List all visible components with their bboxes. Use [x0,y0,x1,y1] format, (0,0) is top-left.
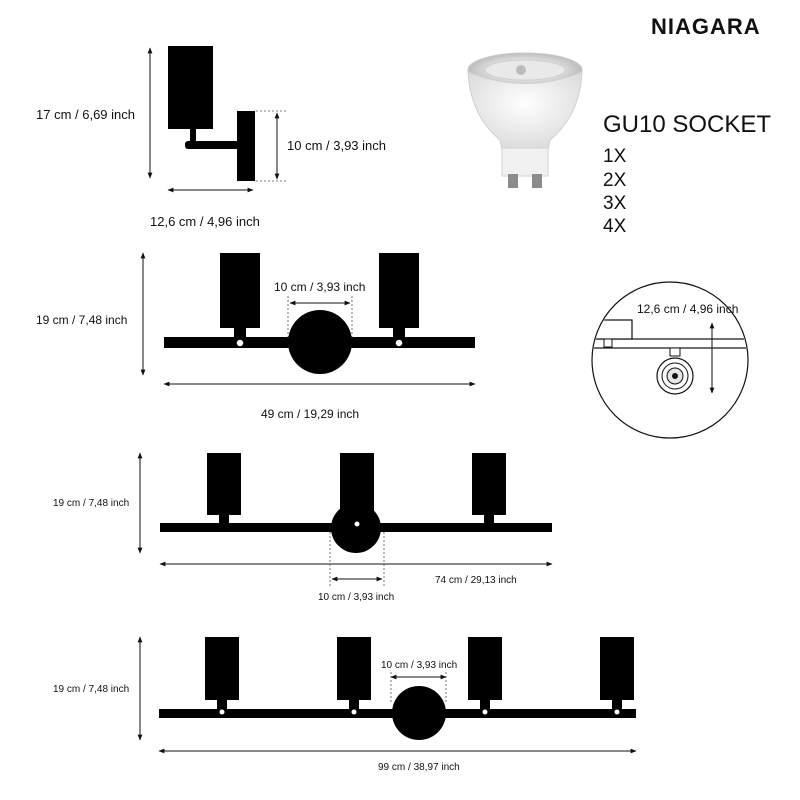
socket-option: 2X [603,170,627,191]
spot-head [468,637,502,700]
detail-view [591,281,749,439]
spot-head [600,637,634,700]
dim-label-length-3x: 74 cm / 29,13 inch [435,575,517,586]
wall-spot-1x [147,46,286,193]
spot-head [207,453,241,515]
spot-head [168,46,213,129]
bar-spot-3x [137,452,553,586]
socket-option: 4X [603,216,627,237]
ceiling-plate [288,310,352,374]
dim-label-height-4x: 19 cm / 7,48 inch [53,684,130,695]
dim-label-height-3x: 19 cm / 7,48 inch [53,498,130,509]
dim-label-height-1x: 17 cm / 6,69 inch [36,107,135,122]
socket-option: 3X [603,193,627,214]
bar-spot-4x [137,636,637,754]
dim-label-length-2x: 49 cm / 19,29 inch [261,407,360,421]
dim-label-plate-2x: 10 cm / 3,93 inch [274,280,366,294]
spot-head [472,453,506,515]
spot-head [337,637,371,700]
spot-head [205,637,239,700]
dim-label-detail-depth: 12,6 cm / 4,96 inch [637,302,739,316]
bar-spot-2x [140,252,476,387]
dim-label-plate-4x: 10 cm / 3,93 inch [381,660,458,671]
dim-label-plate-1x: 10 cm / 3,93 inch [287,138,386,153]
brand-logo: NIAGARA [651,14,761,39]
ceiling-plate [331,503,381,553]
spot-head [379,253,419,328]
socket-option: 1X [603,146,627,167]
spot-head [220,253,260,328]
wall-plate [237,111,255,181]
gu10-bulb [467,52,583,188]
socket-title: GU10 SOCKET [603,111,772,138]
dim-label-depth-1x: 12,6 cm / 4,96 inch [150,214,260,229]
dim-label-plate-3x: 10 cm / 3,93 inch [318,592,395,603]
spot-arm [185,141,240,149]
dim-label-length-4x: 99 cm / 38,97 inch [378,762,460,773]
dim-label-height-2x: 19 cm / 7,48 inch [36,313,128,327]
ceiling-plate [392,686,446,740]
